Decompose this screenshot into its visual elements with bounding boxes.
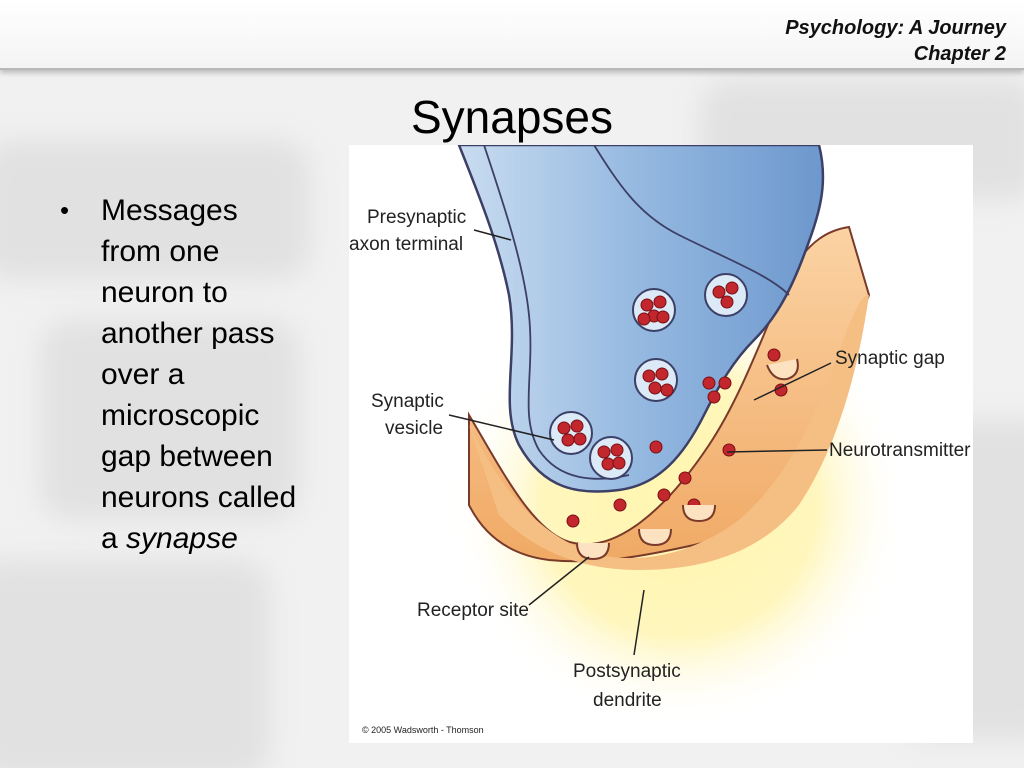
course-title: Psychology: A Journey	[785, 17, 1006, 39]
receptor-sites	[576, 358, 799, 561]
bullet-emphasis: synapse	[126, 522, 238, 555]
copyright-notice: © 2005 Wadsworth - Thomson	[362, 725, 484, 735]
label-presynaptic: Presynaptic	[367, 207, 466, 228]
vesicle	[704, 273, 748, 317]
label-leader-lines	[448, 229, 832, 656]
chapter-label: Chapter 2	[913, 43, 1006, 65]
bullet-item: • Messages from one neuron to another pa…	[60, 190, 300, 559]
synapse-illustration: Presynaptic axon terminal Synaptic vesic…	[349, 145, 971, 725]
label-postsynaptic: Postsynaptic	[573, 661, 681, 682]
terminal-membrane	[483, 145, 630, 480]
header-band: Psychology: A Journey Chapter 2	[0, 0, 1024, 70]
synapse-diagram: Presynaptic axon terminal Synaptic vesic…	[349, 145, 973, 743]
label-synaptic-gap: Synaptic gap	[835, 348, 945, 369]
label-synaptic: Synaptic	[371, 391, 444, 412]
vesicle	[589, 436, 633, 480]
bullet-text: Messages from one neuron to another pass…	[101, 190, 300, 559]
bullet-dot-icon: •	[60, 195, 70, 225]
header-text: Psychology: A Journey Chapter 2	[785, 15, 1006, 67]
label-dendrite: dendrite	[593, 690, 662, 711]
label-vesicle: vesicle	[385, 418, 443, 439]
terminal-membrane-right	[593, 145, 790, 296]
neurotransmitter-molecules	[557, 281, 788, 528]
bullet-body: Messages from one neuron to another pass…	[101, 194, 297, 555]
label-axon-terminal: axon terminal	[349, 234, 463, 255]
dendrite-body	[469, 295, 869, 570]
label-neurotransmitter: Neurotransmitter	[829, 440, 971, 461]
vesicle	[549, 411, 593, 455]
label-receptor-site: Receptor site	[417, 600, 529, 621]
slide-title: Synapses	[410, 91, 613, 143]
